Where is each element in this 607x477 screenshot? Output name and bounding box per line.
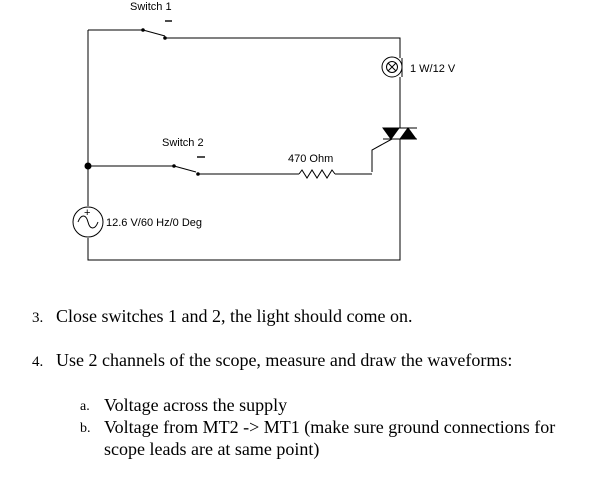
substep-b-text-line2: scope leads are at same point) [104,439,320,459]
resistor-470-ohm [298,169,336,179]
step-3-text: Close switches 1 and 2, the light should… [56,306,413,326]
substep-a-text: Voltage across the supply [104,395,288,415]
switch-2 [172,156,205,176]
switch-1 [141,20,172,40]
step-4-text: Use 2 channels of the scope, measure and… [56,350,513,370]
switch-1-label: Switch 1 [130,1,172,13]
resistor-label: 470 Ohm [288,153,333,165]
wire-right-lower [87,139,401,261]
step-3-number: 3. [32,310,44,326]
lamp-label: 1 W/12 V [410,63,456,75]
junction-dot [84,162,92,170]
wire-top-right [165,37,401,58]
step-4-number: 4. [32,354,44,370]
triac-circuit-diagram: Switch 1 1 W/12 V Switch 2 470 Ohm + 12.… [72,1,456,261]
triac [371,127,417,172]
substep-b-text-line1: Voltage from MT2 -> MT1 (make sure groun… [104,417,556,437]
lamp-1w-12v [381,56,403,78]
substep-a-letter: a. [80,399,90,414]
ac-source [72,206,104,238]
source-plus-sign: + [84,207,90,219]
substep-b-letter: b. [80,421,91,436]
switch-2-label: Switch 2 [162,137,204,149]
source-label: 12.6 V/60 Hz/0 Deg [106,217,202,229]
